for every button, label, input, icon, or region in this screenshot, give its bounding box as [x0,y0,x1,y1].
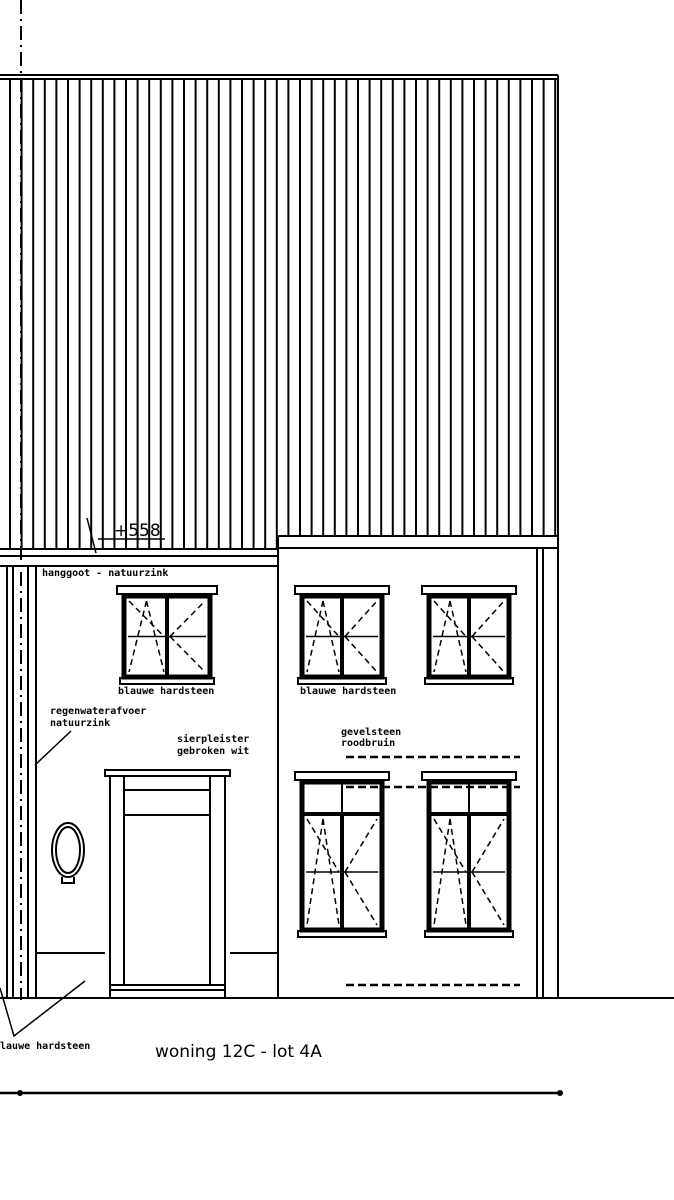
left-building [6,548,279,998]
gutter-label: hanggoot - natuurzink [42,567,168,579]
window [116,585,218,685]
downpipe-label-1: regenwaterafvoer [50,706,146,717]
wall-lamp [51,822,85,884]
right-building [536,548,559,998]
sill-label-left: blauwe hardsteen [118,686,214,697]
dimension-line [0,1090,563,1096]
brick-hatch [346,755,520,987]
brick-label-2: roodbruin [341,737,395,749]
brick-label-1: gevelsteen [341,727,401,738]
roof [0,74,559,549]
level-leader [86,517,97,554]
front-door [104,769,231,998]
window [421,771,517,938]
right-cornice [277,535,559,549]
plaster-label-1: sierpleister [177,733,249,745]
plinth-leader [0,980,86,1038]
sill-label-right: blauwe hardsteen [300,686,396,697]
drawing-caption: woning 12C - lot 4A [155,1042,322,1062]
downpipe-label-2: natuurzink [50,717,110,729]
window [294,585,390,685]
level-mark: +558 [114,521,161,541]
downpipe-leader [34,730,72,766]
plinth-label: blauwe hardsteen [0,1041,90,1052]
gutter [0,548,278,567]
window [421,585,517,685]
window [294,771,390,938]
plaster-label-2: gebroken wit [177,745,249,757]
